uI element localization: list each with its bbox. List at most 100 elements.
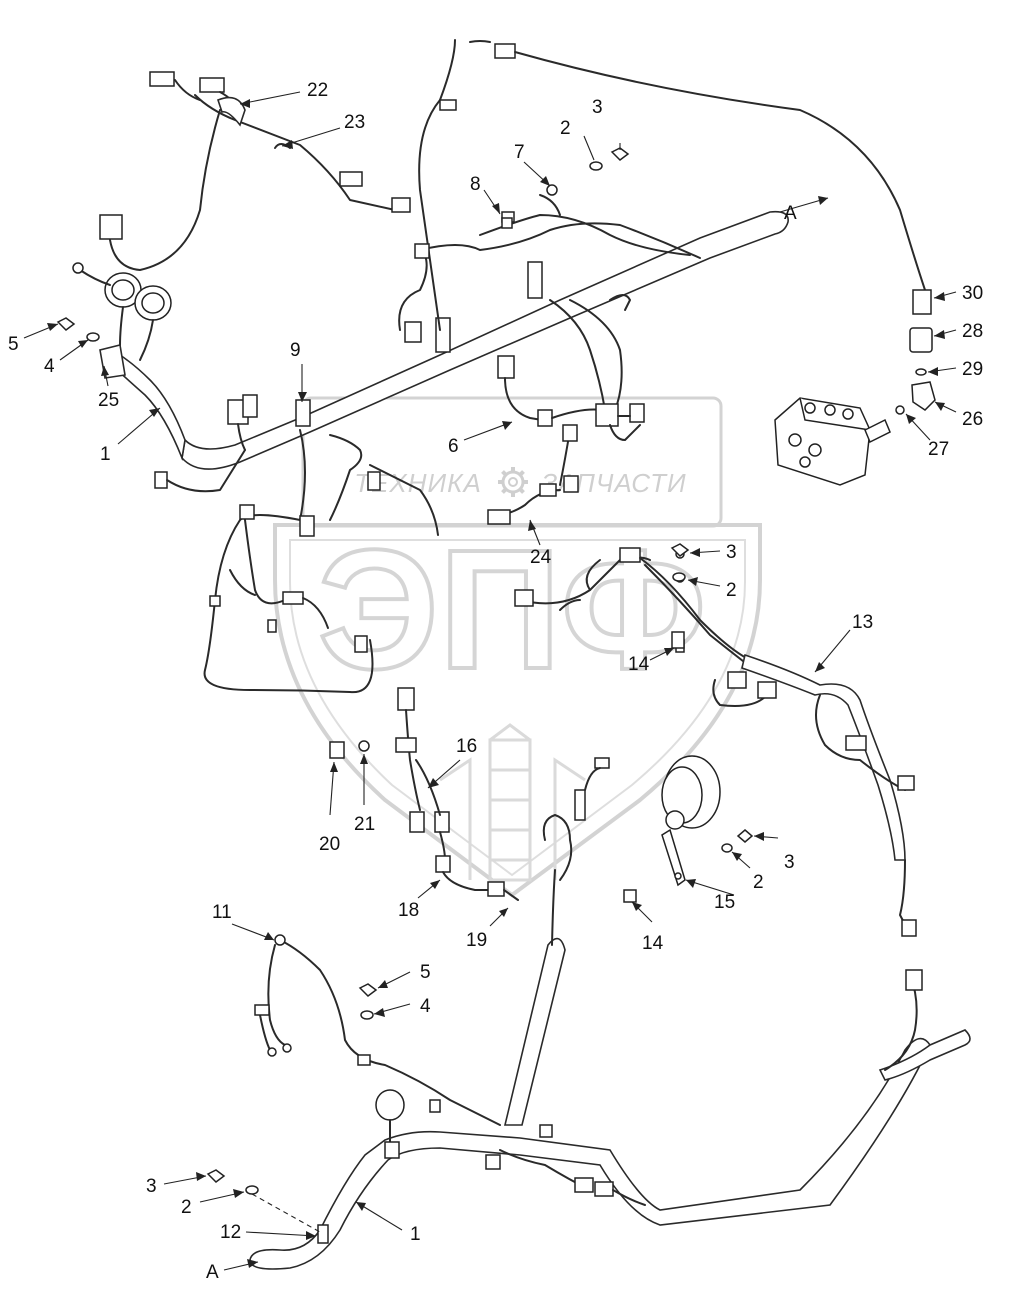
nut-5: [358, 983, 378, 997]
callout-A-lower: A: [206, 1262, 219, 1283]
nut-3-upper: [670, 543, 690, 557]
ring-terminal-11: [274, 934, 286, 946]
callout-11: 11: [212, 902, 232, 923]
callout-2-lower: 2: [181, 1197, 192, 1218]
nut-3: [736, 829, 754, 843]
watermark: ТЕХНИКА ЗАПЧАСТИ ЭПФ: [273, 396, 762, 898]
callout-14-mid: 14: [628, 654, 650, 675]
callout-12: 12: [220, 1222, 241, 1243]
lower-vertical-tube: [503, 937, 566, 1126]
sensor-6: [537, 409, 553, 427]
callout-3-top: 3: [592, 97, 603, 118]
connector-16-top: [397, 687, 415, 711]
callout-3-mid: 3: [726, 542, 737, 563]
connector-left-hanging: [99, 214, 123, 240]
connector-24: [539, 483, 557, 497]
bolt-20: [329, 741, 345, 759]
callout-2-horn: 2: [753, 872, 764, 893]
callout-19: 19: [466, 930, 487, 951]
callout-1-upper: 1: [100, 444, 111, 465]
horn-bracket-15: [661, 828, 686, 887]
main-harness-clamp-25: [99, 344, 126, 379]
washer-2-upper: [672, 572, 686, 582]
callout-5-upper: 5: [8, 334, 19, 355]
callout-4-upper: 4: [44, 356, 55, 377]
callout-5-lower: 5: [420, 962, 431, 983]
connector-6a: [497, 355, 515, 379]
connector-23b: [391, 197, 411, 213]
connector-30: [912, 289, 932, 315]
bolt-14-upper: [671, 631, 685, 649]
grommet: [375, 1089, 405, 1121]
o-ring-27: [895, 405, 905, 415]
connector-22a: [149, 71, 175, 87]
o-ring-29: [915, 368, 927, 376]
callout-28: 28: [962, 321, 983, 342]
callout-24: 24: [530, 547, 552, 568]
callout-4-lower: 4: [420, 996, 431, 1017]
center-wires: [329, 687, 610, 901]
connector-23a: [339, 171, 363, 187]
callout-labels: 22 23 3 2 7 8 A 30 28 29 26 27 5 4 25 9 …: [8, 80, 983, 1283]
callout-23: 23: [344, 112, 365, 133]
washer-2-top: [589, 161, 603, 171]
callout-26: 26: [962, 409, 983, 430]
callout-2-mid: 2: [726, 580, 737, 601]
connector-left-low: [154, 471, 168, 489]
clamp-upper-right: [527, 261, 543, 299]
callout-1-lower: 1: [410, 1224, 421, 1245]
callout-8: 8: [470, 174, 481, 195]
callout-3-horn: 3: [784, 852, 795, 873]
callout-29: 29: [962, 359, 983, 380]
watermark-big-text: ЭПФ: [318, 515, 706, 705]
ring-terminal-7: [546, 184, 558, 196]
callout-20: 20: [319, 834, 340, 855]
callout-27: 27: [928, 439, 949, 460]
lower-main-harness: [56, 147, 971, 1270]
nut-3-lower: [206, 1169, 226, 1183]
callout-2-top: 2: [560, 118, 571, 139]
washer-4-upper: [86, 332, 100, 342]
callout-16: 16: [456, 736, 477, 757]
washer-2: [721, 843, 733, 853]
watermark-banner: [301, 396, 723, 528]
callout-14-horn: 14: [642, 933, 664, 954]
washer-21: [358, 740, 370, 752]
bolt-14: [623, 889, 637, 903]
nut-5-upper: [56, 317, 76, 331]
watermark-shield-inner: [289, 539, 746, 877]
callout-9: 9: [290, 340, 301, 361]
callout-30: 30: [962, 283, 983, 304]
main-harness-left-branch: [114, 353, 186, 461]
callout-15: 15: [714, 892, 735, 913]
valve-block: [774, 327, 936, 486]
harness-13-tube: [741, 653, 906, 861]
pressure-switch-28: [909, 327, 933, 353]
callout-7: 7: [514, 142, 525, 163]
bolt-8: [501, 217, 513, 229]
watermark-shield: [273, 523, 762, 898]
connector-top: [494, 43, 516, 59]
main-harness-tube: [181, 210, 789, 470]
horn-assembly: [623, 543, 754, 903]
sensor-19: [487, 881, 505, 897]
connector-upper-mid: [404, 321, 422, 343]
nut-3-top: [610, 147, 630, 161]
connector-22b: [199, 77, 225, 93]
washer-4: [360, 1010, 374, 1020]
callout-6: 6: [448, 436, 459, 457]
callout-22: 22: [307, 80, 328, 101]
callout-21: 21: [354, 814, 375, 835]
clamp-9: [295, 399, 311, 427]
lower-harness-tube: [249, 1037, 931, 1270]
callout-25: 25: [98, 390, 119, 411]
leader-lines: [23, 91, 957, 1271]
callout-A-top: A: [784, 203, 797, 224]
watermark-wheat: [439, 723, 586, 882]
callout-3-lower: 3: [146, 1176, 157, 1197]
clamp-12: [317, 1224, 329, 1244]
gear-icon: [498, 467, 528, 497]
upper-main-harness: [72, 39, 932, 694]
